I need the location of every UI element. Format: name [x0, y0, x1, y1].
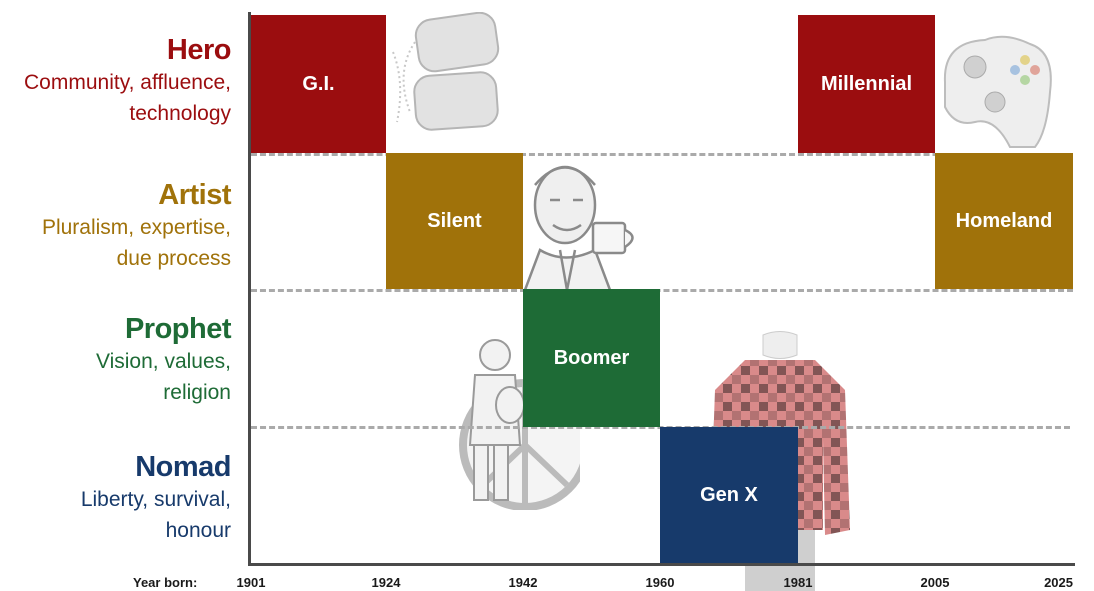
row-desc-nomad-line1: Liberty, survival, — [80, 488, 231, 511]
row-label-prophet: Prophet Vision, values, religion — [0, 312, 232, 408]
generation-genx: Gen X — [660, 427, 798, 563]
x-tick-1924: 1924 — [371, 575, 401, 590]
row-separator-artist-prophet — [251, 289, 1073, 292]
row-desc-nomad-line2: honour — [165, 519, 231, 542]
row-title-artist: Artist — [158, 179, 231, 211]
row-label-hero: Hero Community, affluence, technology — [0, 33, 232, 129]
generation-millennial: Millennial — [798, 15, 935, 153]
game-controller-illustration — [943, 35, 1052, 148]
x-axis-line — [248, 563, 1075, 566]
row-desc-hero-line1: Community, affluence, — [24, 71, 231, 94]
row-desc-artist-line2: due process — [116, 247, 231, 270]
x-tick-1960: 1960 — [645, 575, 675, 590]
generation-silent: Silent — [386, 153, 523, 289]
generation-gi: G.I. — [251, 15, 386, 153]
row-desc-prophet-line1: Vision, values, — [95, 350, 231, 373]
x-tick-2005: 2005 — [920, 575, 950, 590]
generation-boomer: Boomer — [523, 289, 660, 427]
retro-man-with-mug-illustration — [523, 165, 634, 290]
x-tick-1901: 1901 — [236, 575, 266, 590]
row-separator-hero-artist — [251, 153, 1073, 156]
row-title-nomad: Nomad — [135, 451, 231, 483]
y-axis-line — [248, 12, 251, 566]
generation-millennial-label: Millennial — [820, 72, 913, 95]
x-tick-1942: 1942 — [508, 575, 538, 590]
x-tick-1981: 1981 — [783, 575, 813, 590]
x-axis-prefix: Year born: — [133, 575, 198, 590]
x-tick-2025: 2025 — [1044, 575, 1073, 590]
generation-gi-label: G.I. — [302, 72, 335, 95]
row-title-prophet: Prophet — [124, 313, 232, 345]
generation-boomer-label: Boomer — [553, 346, 630, 369]
row-label-nomad: Nomad Liberty, survival, honour — [0, 450, 232, 546]
generation-genx-label: Gen X — [700, 483, 758, 506]
generation-homeland: Homeland — [935, 153, 1073, 289]
generation-homeland-label: Homeland — [955, 209, 1053, 232]
row-label-artist: Artist Pluralism, expertise, due process — [0, 178, 232, 274]
generation-silent-label: Silent — [427, 209, 482, 232]
row-desc-hero-line2: technology — [129, 102, 231, 125]
row-desc-artist-line1: Pluralism, expertise, — [41, 216, 231, 239]
row-title-hero: Hero — [166, 34, 232, 66]
row-desc-prophet-line2: religion — [163, 381, 231, 404]
dog-tags-illustration — [392, 12, 500, 131]
